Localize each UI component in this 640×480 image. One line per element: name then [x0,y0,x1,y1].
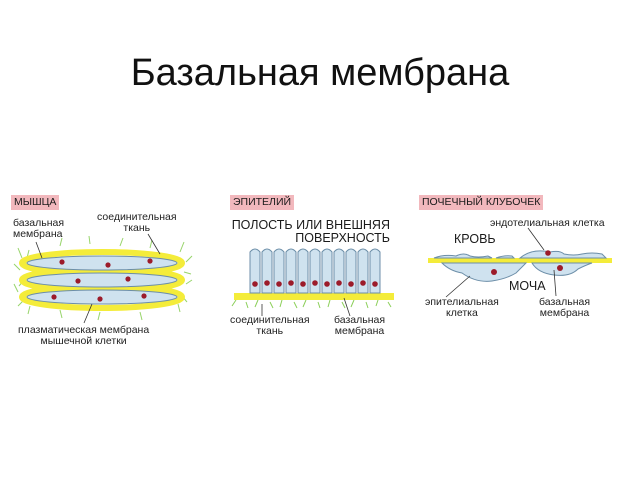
epithelium-basal-membrane [234,293,394,300]
muscle-fibers [26,255,178,305]
epithelium-tag: ЭПИТЕЛИЙ [230,195,295,210]
kidney-nuclei [491,250,563,275]
kidney-tag: ПОЧЕЧНЫЙ КЛУБОЧЕК [419,195,544,210]
muscle-connective-tissue-label: соединительная ткань [97,211,177,234]
muscle-tag: МЫШЦА [11,195,60,210]
muscle-plasma-membrane-label: плазматическая мембрана мышечной клетки [18,324,150,347]
kidney-urine-label: МОЧА [509,279,546,293]
epithelium-cavity-label: ПОЛОСТЬ ИЛИ ВНЕШНЯЯ ПОВЕРХНОСТЬ [231,218,390,245]
muscle-nuclei [51,258,153,302]
kidney-basal-membrane [428,258,612,263]
kidney-blood-label: КРОВЬ [454,232,496,246]
kidney-basal-membrane-label: базальная мембрана [539,296,591,319]
epithelium-connective-tissue-label: соединительная ткань [230,314,310,337]
kidney-endothelial-cell-label: эндотелиальная клетка [490,217,605,229]
epithelium-connective-tissue [231,299,392,309]
epithelium-basal-membrane-label: базальная мембрана [334,314,386,337]
muscle-basal-membrane-label: базальная мембрана [13,217,65,240]
muscle-connective-tissue [13,235,193,321]
kidney-epithelial-cell-label: эпителиальная клетка [425,296,499,319]
epithelium-nuclei [252,280,378,287]
page-title: Базальная мембрана [130,52,510,94]
kidney-endothelial-cells [433,250,608,259]
